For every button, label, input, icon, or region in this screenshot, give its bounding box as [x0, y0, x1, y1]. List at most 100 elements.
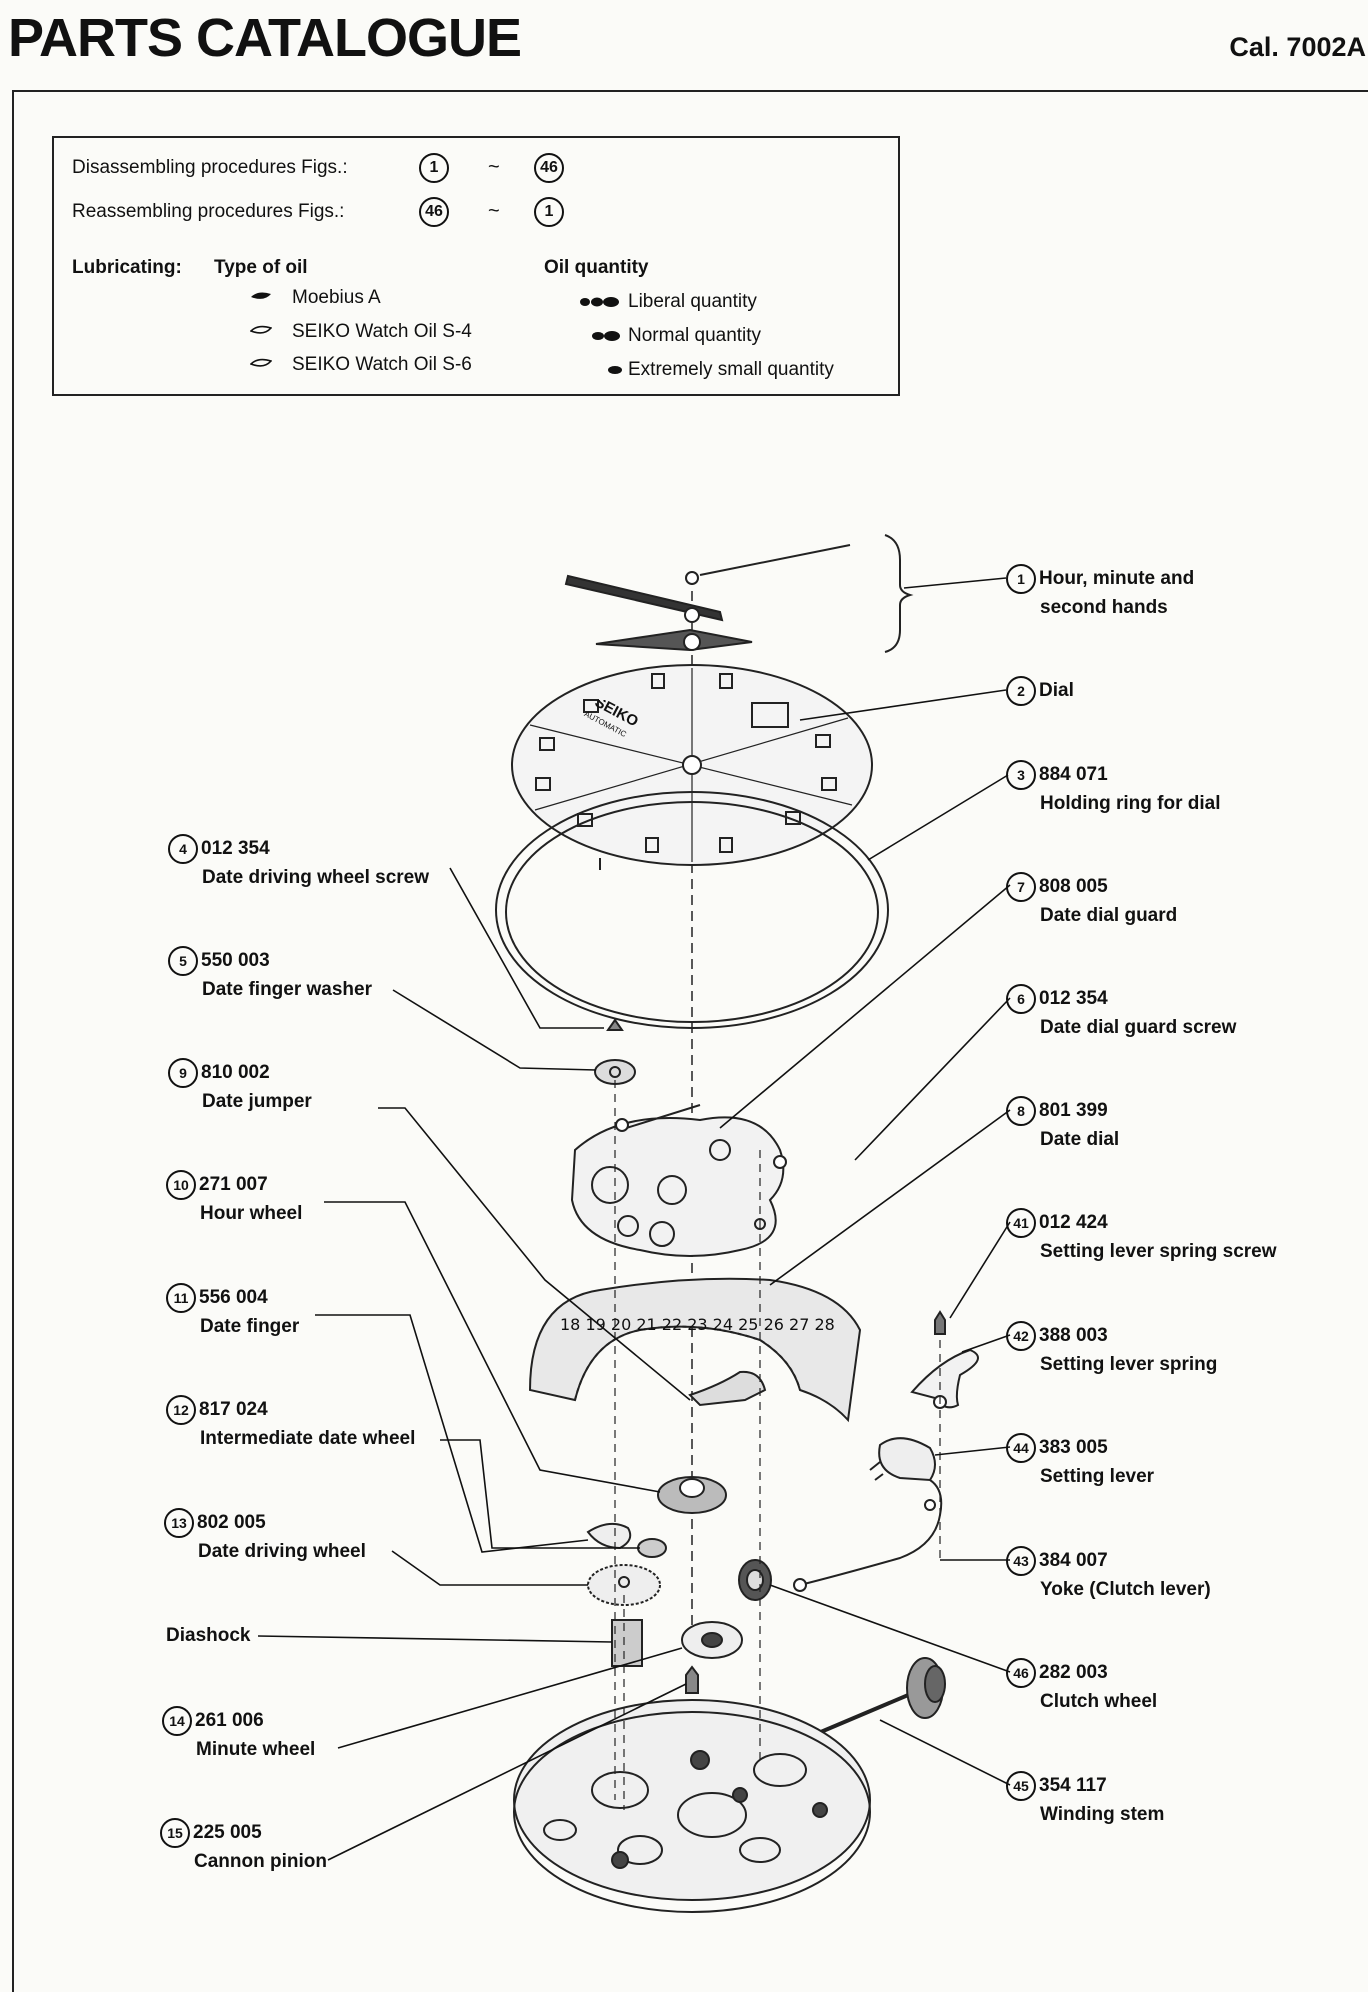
- part-number-badge: 46: [1006, 1658, 1036, 1688]
- quantity-small-icon: [608, 366, 622, 374]
- oil-quantity-label: Oil quantity: [544, 257, 649, 278]
- part-number-badge: 9: [168, 1058, 198, 1088]
- legend-box: Disassembling procedures Figs.: 1 ~ 46 R…: [52, 136, 900, 396]
- quantity-liberal: Liberal quantity: [628, 291, 757, 312]
- holding-ring-icon: [495, 791, 889, 1029]
- part-number-badge: 41: [1006, 1208, 1036, 1238]
- part-name: Setting lever: [1040, 1466, 1155, 1487]
- oil-mark-s4-icon: [250, 325, 272, 334]
- part-number-badge: 11: [166, 1283, 196, 1313]
- part-number-badge: 8: [1006, 1096, 1036, 1126]
- oil-type-moebius: Moebius A: [292, 287, 381, 308]
- part-name: Clutch wheel: [1040, 1691, 1158, 1712]
- reassembling-sep: ~: [488, 200, 500, 222]
- quantity-liberal-icon: [580, 297, 619, 307]
- part-number-badge: 10: [166, 1170, 196, 1200]
- part-code: 225 005: [193, 1822, 262, 1843]
- part-code: 354 117: [1039, 1775, 1107, 1796]
- part-code: 384 007: [1039, 1550, 1108, 1571]
- part-number-badge: 44: [1006, 1433, 1036, 1463]
- part-name: Dial: [1039, 680, 1074, 701]
- part-name: Minute wheel: [196, 1739, 316, 1760]
- part-number-badge: 5: [168, 946, 198, 976]
- quantity-normal-icon: [592, 331, 620, 341]
- disassembling-label: Disassembling procedures Figs.:: [72, 157, 348, 178]
- part-code: 012 424: [1039, 1212, 1108, 1233]
- oil-type-s4: SEIKO Watch Oil S-4: [292, 321, 472, 342]
- part-number-badge: 13: [164, 1508, 194, 1538]
- disassembling-to: 46: [534, 153, 564, 183]
- part-code: 884 071: [1039, 764, 1108, 785]
- part-name: Yoke (Clutch lever): [1040, 1579, 1211, 1600]
- page-title: PARTS CATALOGUE: [8, 8, 522, 68]
- date-dial-guard-icon: [570, 1104, 787, 1257]
- part-name: Winding stem: [1040, 1804, 1165, 1825]
- part-code: 810 002: [201, 1062, 270, 1083]
- disassembling-sep: ~: [488, 156, 500, 178]
- part-code: 261 006: [195, 1710, 264, 1731]
- part-name: Setting lever spring screw: [1040, 1241, 1277, 1262]
- part-label-diashock: Diashock: [166, 1622, 250, 1650]
- part-name: Date driving wheel: [198, 1541, 366, 1562]
- part-name: Date driving wheel screw: [202, 867, 430, 888]
- part-code: 808 005: [1039, 876, 1108, 897]
- part-number-badge: 42: [1006, 1321, 1036, 1351]
- part-number-badge: 45: [1006, 1771, 1036, 1801]
- part-code: 012 354: [1039, 988, 1108, 1009]
- part-code: 817 024: [199, 1399, 268, 1420]
- quantity-normal: Normal quantity: [628, 325, 762, 346]
- part-name: Date dial guard: [1040, 905, 1178, 926]
- oil-mark-s6-icon: [250, 358, 272, 367]
- hour-wheel-icon: [657, 1476, 727, 1514]
- part-number-badge: 4: [168, 834, 198, 864]
- part-number-badge: 15: [160, 1818, 190, 1848]
- winding-stem-icon: [789, 1657, 946, 1747]
- part-name: Date dial guard screw: [1040, 1017, 1237, 1038]
- part-name: Date finger washer: [202, 979, 372, 1000]
- oil-type-s6: SEIKO Watch Oil S-6: [292, 354, 472, 375]
- type-of-oil-label: Type of oil: [214, 257, 308, 278]
- caliber-label: Cal. 7002A: [1229, 32, 1366, 62]
- part-number-badge: 14: [162, 1706, 192, 1736]
- part-name: Date finger: [200, 1316, 300, 1337]
- date-dial-icon: 18 19 20 21 22 23 24 25 26 27 28: [528, 1277, 862, 1423]
- reassembling-label: Reassembling procedures Figs.:: [72, 201, 345, 222]
- part-number-badge: 1: [1006, 564, 1036, 594]
- part-code: 556 004: [199, 1287, 268, 1308]
- part-code: 801 399: [1039, 1100, 1108, 1121]
- part-name: Hour wheel: [200, 1203, 303, 1224]
- dial-print: SEIKO AUTOMATIC: [583, 700, 642, 739]
- part-name: Intermediate date wheel: [200, 1428, 416, 1449]
- page-frame: [12, 90, 1368, 1992]
- reassembling-to: 1: [534, 197, 564, 227]
- part-code: 383 005: [1039, 1437, 1108, 1458]
- part-number-badge: 2: [1006, 676, 1036, 706]
- svg-text:18 19 20 21 22 23 24 25 26 27: 18 19 20 21 22 23 24 25 26 27 28: [560, 1315, 835, 1334]
- part-code: 282 003: [1039, 1662, 1108, 1683]
- part-code: 012 354: [201, 838, 270, 859]
- clutch-wheel-icon: [738, 1559, 772, 1601]
- date-driving-wheel-icon: [587, 1564, 661, 1606]
- disassembling-from: 1: [419, 153, 449, 183]
- part-number-badge: 12: [166, 1395, 196, 1425]
- part-code: 802 005: [197, 1512, 266, 1533]
- part-name-line2: second hands: [1040, 597, 1168, 618]
